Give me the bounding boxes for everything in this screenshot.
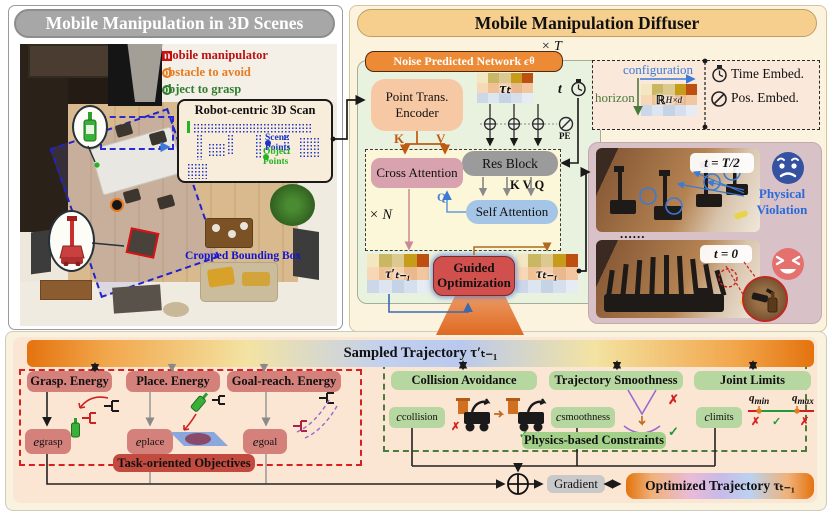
cross-attention: Cross Attention: [371, 158, 463, 188]
sample-image-mid: t = T/2: [596, 148, 760, 232]
cross-mark: ✗: [751, 416, 761, 428]
robot-centric-scan-box: Robot-centric 3D Scan Scene Points Objec…: [177, 99, 333, 183]
time-embed-label: Time Embed.: [731, 66, 805, 81]
green-dot-icon: [263, 154, 269, 160]
optimized-trajectory: Optimized Trajectory τₜ₋₁: [626, 473, 814, 499]
collision-icon: [456, 398, 547, 432]
object-point-cluster: [187, 121, 190, 133]
kitchen-cabinets: [28, 44, 114, 78]
diffuser-panel-title: Mobile Manipulation Diffuser: [357, 9, 817, 37]
gradient-box: Gradient: [547, 475, 605, 493]
gripper-bottle-icon: [751, 288, 778, 313]
legend-item: object to grasp: [162, 82, 242, 96]
stopwatch-icon: [571, 79, 586, 97]
happy-face-icon: [772, 248, 804, 280]
tau-prime-label: τ′ₜ₋₁: [385, 265, 411, 281]
task-objectives-label: Task-oriented Objectives: [113, 454, 255, 472]
scene-image: Cropped Bounding Box mobile manipulator …: [20, 44, 337, 326]
orange-circle-icon: [162, 67, 172, 78]
physics-constraints-label: Physics-based Constraints: [522, 432, 666, 449]
self-attention: Self Attention: [466, 200, 558, 224]
kvq-label: K V Q: [510, 178, 545, 192]
legend-item: mobile manipulator: [162, 48, 268, 62]
green-circle-icon: [162, 84, 172, 95]
tau-prev-label: τₜ₋₁: [536, 265, 558, 281]
scene-point-cloud: [193, 123, 311, 133]
legend-item: obstacle to avoid: [162, 65, 251, 79]
joint-limits-icon: [748, 406, 814, 414]
times-T-label: × T: [541, 39, 562, 54]
plant: [270, 184, 315, 226]
bbox-label: Cropped Bounding Box: [185, 250, 302, 262]
goal-reach-energy: Goal-reach. Energy: [227, 371, 341, 392]
tau-t-label: τₜ: [499, 80, 511, 97]
target-bounding-box: [100, 116, 174, 150]
place-icon: [170, 392, 228, 446]
cross-mark: ✗: [451, 421, 461, 433]
sampled-trajectory-banner: Sampled Trajectory τ′ₜ₋₁: [27, 340, 814, 367]
guided-optimization: Guided Optimization: [433, 256, 515, 296]
tau-t-grid: τₜ: [477, 73, 533, 103]
bottle-icon: [83, 112, 97, 142]
horizon-label: horizon: [595, 90, 635, 105]
goal-reach-icon: [293, 392, 338, 439]
joint-limits: Joint Limits: [694, 371, 811, 390]
scan-title: Robot-centric 3D Scan: [194, 103, 316, 117]
point-transformer-encoder: Point Trans. Encoder: [371, 79, 463, 131]
t-half-label: t = T/2: [690, 153, 754, 173]
q-max-label: qmax: [792, 392, 814, 407]
bench: [40, 280, 92, 300]
place-energy: Place. Energy: [126, 371, 220, 392]
key-label: K: [394, 131, 405, 146]
cross-mark: ✗: [800, 416, 810, 428]
grasp-zoom-callout: [742, 276, 788, 322]
collision-avoidance: Collision Avoidance: [391, 371, 537, 390]
pos-embed-icon: [711, 91, 727, 107]
pe-label: PE: [559, 131, 571, 141]
times-N-label: × N: [369, 207, 393, 223]
pos-embed-label: Pos. Embed.: [731, 90, 799, 105]
sad-face-icon: [772, 152, 804, 184]
robot-trajectory-silhouette: [604, 255, 753, 312]
q-min-label: qmin: [749, 392, 770, 407]
robot-callout: [48, 210, 95, 272]
bottle-callout: [72, 105, 108, 149]
query-label: Q: [437, 190, 447, 204]
time-embed-icon: [712, 65, 727, 83]
trajectory-smoothness: Trajectory Smoothness: [549, 371, 683, 390]
obstacle-marker: [110, 198, 124, 212]
physical-violation-label: Physical Violation: [756, 186, 808, 218]
cross-mark: ✗: [668, 392, 679, 407]
blue-dot-icon: [265, 140, 271, 146]
grasp-icon: [71, 396, 119, 438]
tau-prime-grid: τ′ₜ₋₁: [367, 254, 429, 293]
configuration-label: configuration: [623, 62, 694, 77]
scene-legend: mobile manipulator obstacle to avoid obj…: [162, 47, 334, 98]
sample-image-final: t = 0: [596, 240, 760, 318]
ellipsis-dots: ......: [620, 226, 646, 241]
t-zero-label: t = 0: [700, 245, 752, 263]
smoothness-icon: [623, 389, 661, 434]
red-square-icon: [162, 50, 172, 61]
config-box: [592, 60, 820, 130]
check-mark: ✓: [668, 424, 679, 439]
value-label: V: [436, 131, 446, 146]
grasp-energy: Grasp. Energy: [27, 371, 112, 392]
timestep-label: t: [558, 81, 562, 96]
robot-arm-icon: [58, 216, 85, 266]
tau-prev-grid: τₜ₋₁: [516, 254, 578, 293]
check-mark: ✓: [772, 416, 782, 428]
scene-panel-title: Mobile Manipulation in 3D Scenes: [14, 9, 335, 38]
res-block: Res Block: [462, 151, 558, 176]
